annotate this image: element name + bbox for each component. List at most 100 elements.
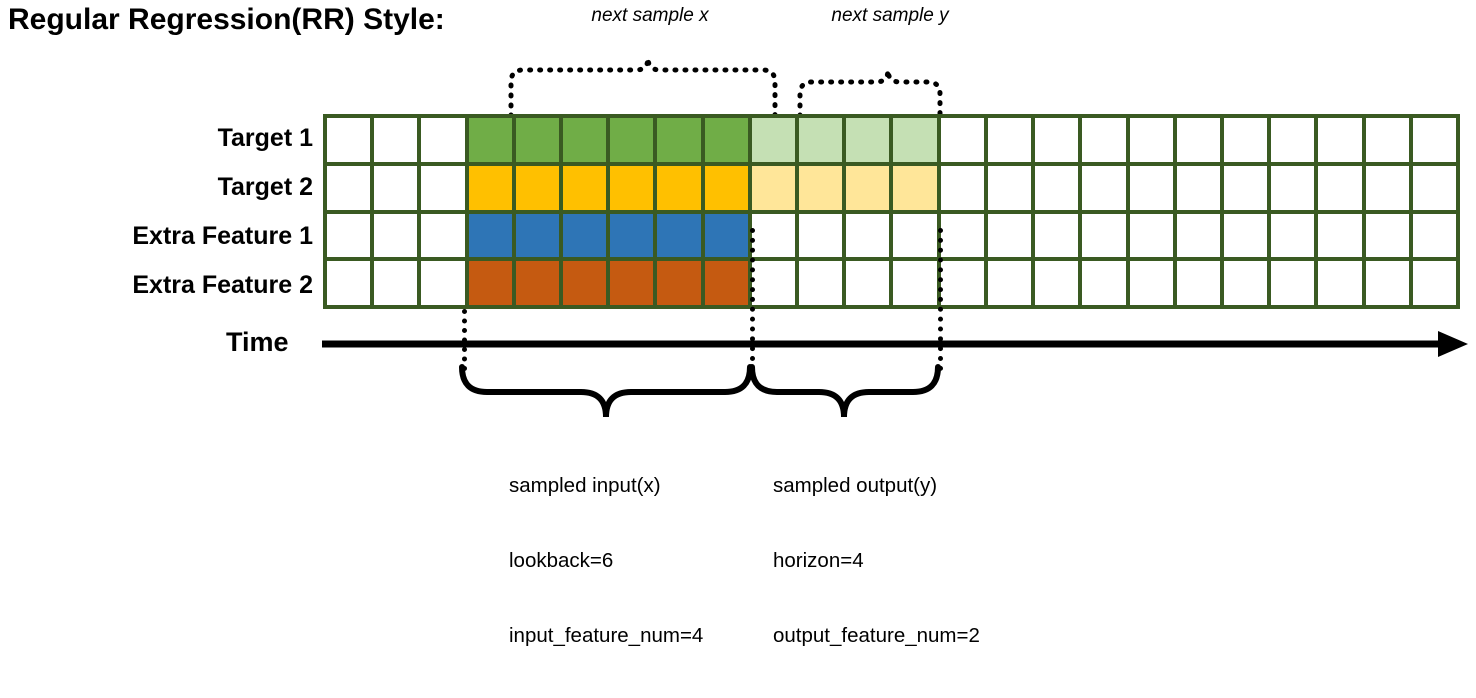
grid-cell bbox=[468, 213, 512, 258]
grid-cell bbox=[421, 261, 465, 305]
grid-cell bbox=[893, 213, 937, 258]
grid-cell bbox=[893, 261, 937, 305]
grid-cell bbox=[1035, 165, 1079, 210]
grid-cell bbox=[1082, 165, 1126, 210]
grid-cell bbox=[374, 165, 418, 210]
grid-cell bbox=[610, 261, 654, 305]
grid-cell bbox=[1223, 261, 1268, 305]
grid-cell bbox=[657, 213, 701, 258]
grid-cell bbox=[1412, 213, 1456, 258]
grid-cell bbox=[468, 261, 512, 305]
grid-cell bbox=[515, 165, 560, 210]
grid-cell bbox=[515, 118, 560, 162]
grid-cell bbox=[704, 118, 748, 162]
grid-cell bbox=[657, 118, 701, 162]
sampled-output-line-1: sampled output(y) bbox=[773, 474, 938, 497]
grid-cell bbox=[987, 213, 1032, 258]
grid-cell bbox=[799, 118, 843, 162]
grid-cell bbox=[1365, 261, 1409, 305]
grid-cell bbox=[940, 261, 984, 305]
sampled-output-caption: sampled output(y) horizon=4 output_featu… bbox=[773, 423, 980, 698]
grid-cell bbox=[1412, 165, 1456, 210]
sampled-output-line-3: output_feature_num=2 bbox=[773, 624, 980, 647]
row-label-target-2: Target 2 bbox=[217, 173, 313, 201]
grid-cell bbox=[1412, 261, 1456, 305]
grid-cell bbox=[1129, 165, 1173, 210]
grid-cell bbox=[1365, 213, 1409, 258]
grid-cell bbox=[1318, 118, 1362, 162]
page-title: Regular Regression(RR) Style: bbox=[8, 3, 445, 36]
grid-cell bbox=[1223, 118, 1268, 162]
sampled-input-line-1: sampled input(x) bbox=[509, 474, 661, 497]
grid-cell bbox=[893, 165, 937, 210]
sampled-input-line-2: lookback=6 bbox=[509, 549, 614, 572]
grid-cell bbox=[610, 165, 654, 210]
grid-cell bbox=[1271, 213, 1315, 258]
grid-cell bbox=[515, 213, 560, 258]
grid-cell bbox=[1271, 261, 1315, 305]
grid-cell bbox=[1412, 118, 1456, 162]
grid-cell bbox=[374, 118, 418, 162]
grid-cell bbox=[1035, 213, 1079, 258]
grid-cell bbox=[751, 165, 796, 210]
grid-cell bbox=[563, 213, 607, 258]
grid-cell bbox=[940, 213, 984, 258]
grid-cell bbox=[1082, 118, 1126, 162]
grid-cell bbox=[1129, 213, 1173, 258]
grid-cell bbox=[799, 213, 843, 258]
grid-cell bbox=[799, 261, 843, 305]
grid-cell bbox=[468, 165, 512, 210]
grid-cell bbox=[940, 165, 984, 210]
grid-cell bbox=[1365, 165, 1409, 210]
grid-cell bbox=[1271, 118, 1315, 162]
diagram-canvas: Regular Regression(RR) Style: next sampl… bbox=[8, 3, 1468, 647]
grid-cell bbox=[1176, 213, 1220, 258]
grid-cell bbox=[563, 261, 607, 305]
right-arrow-icon bbox=[322, 331, 1468, 357]
grid-cell bbox=[327, 261, 371, 305]
sampled-input-line-3: input_feature_num=4 bbox=[509, 624, 704, 647]
grid-cell bbox=[421, 165, 465, 210]
sampled-input-caption: sampled input(x) lookback=6 input_featur… bbox=[509, 423, 703, 698]
grid-cell bbox=[1035, 261, 1079, 305]
grid-cell bbox=[893, 118, 937, 162]
grid-cell bbox=[421, 213, 465, 258]
grid-cell bbox=[563, 118, 607, 162]
grid-cell bbox=[751, 213, 796, 258]
grid-cell bbox=[327, 213, 371, 258]
grid-cell bbox=[751, 261, 796, 305]
grid-cell bbox=[1318, 165, 1362, 210]
grid-cell bbox=[1176, 118, 1220, 162]
grid-cell bbox=[657, 165, 701, 210]
grid-cell bbox=[327, 165, 371, 210]
grid-cell bbox=[1365, 118, 1409, 162]
grid-cell bbox=[1129, 118, 1173, 162]
grid-cell bbox=[987, 118, 1032, 162]
next-sample-y-label: next sample y bbox=[831, 5, 949, 26]
row-label-extra-feature-1: Extra Feature 1 bbox=[132, 222, 313, 250]
grid-cell bbox=[610, 118, 654, 162]
grid-cell bbox=[846, 213, 890, 258]
grid-cell bbox=[1035, 118, 1079, 162]
grid-cell bbox=[468, 118, 512, 162]
grid-cell bbox=[563, 165, 607, 210]
row-label-extra-feature-2: Extra Feature 2 bbox=[132, 271, 313, 299]
next-sample-x-label: next sample x bbox=[591, 5, 709, 26]
grid-cell bbox=[1129, 261, 1173, 305]
grid-cell bbox=[751, 118, 796, 162]
grid-cell bbox=[987, 261, 1032, 305]
row-label-target-1: Target 1 bbox=[217, 124, 313, 152]
grid-cell bbox=[1223, 165, 1268, 210]
grid-cell bbox=[327, 118, 371, 162]
grid-cell bbox=[704, 165, 748, 210]
grid-cell bbox=[374, 261, 418, 305]
grid-cell bbox=[610, 213, 654, 258]
grid-cell bbox=[704, 213, 748, 258]
guide-input-end bbox=[750, 228, 755, 371]
grid-cell bbox=[704, 261, 748, 305]
sampled-output-line-2: horizon=4 bbox=[773, 549, 864, 572]
grid-cell bbox=[940, 118, 984, 162]
grid-cell bbox=[1318, 213, 1362, 258]
grid-cell bbox=[1176, 165, 1220, 210]
grid-cell bbox=[374, 213, 418, 258]
